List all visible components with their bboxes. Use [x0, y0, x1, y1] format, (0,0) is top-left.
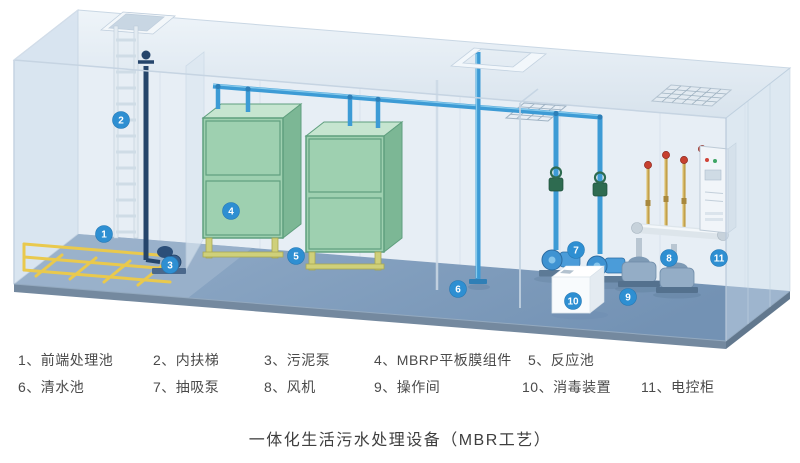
badge-5: 5 — [287, 247, 305, 265]
badge-5-label: 5 — [293, 252, 299, 263]
badge-8-label: 8 — [666, 254, 672, 265]
badge-4-label: 4 — [228, 207, 234, 218]
internal-ladder — [113, 25, 139, 239]
valve-suction-1 — [548, 166, 564, 192]
badge-3: 3 — [161, 256, 179, 274]
legend-item-9: 9、操作间 — [374, 379, 441, 395]
badge-10: 10 — [564, 292, 582, 310]
membrane-rack-1 — [201, 102, 303, 259]
badge-1: 1 — [95, 225, 113, 243]
legend-item-6: 6、清水池 — [18, 379, 85, 395]
legend-item-3: 3、污泥泵 — [264, 352, 331, 368]
aeration-pipe-grid — [22, 242, 172, 287]
partition-wall — [185, 51, 205, 272]
badge-6: 6 — [449, 280, 467, 298]
roof-vent-grille — [650, 84, 733, 107]
roof — [12, 9, 792, 122]
sludge-standpipe — [138, 50, 161, 264]
badge-3-label: 3 — [167, 261, 173, 272]
treatment-unit-illustration: 1 2 3 4 5 6 7 8 9 10 11 — [12, 9, 792, 349]
legend-item-8: 8、风机 — [264, 379, 316, 395]
badge-11: 11 — [710, 249, 728, 267]
badge-8: 8 — [660, 249, 678, 267]
badge-9-label: 9 — [625, 293, 631, 304]
valve-suction-2 — [592, 171, 608, 197]
badge-2-label: 2 — [118, 116, 124, 127]
legend-item-7: 7、抽吸泵 — [153, 379, 220, 395]
legend-item-11: 11、电控柜 — [641, 379, 715, 395]
glass-partition — [519, 88, 539, 308]
badge-1-label: 1 — [101, 230, 107, 241]
legend-item-1: 1、前端处理池 — [18, 352, 114, 368]
legend-item-4: 4、MBRP平板膜组件 — [374, 352, 512, 368]
badge-6-label: 6 — [455, 285, 461, 296]
badge-11-label: 11 — [714, 254, 725, 265]
diagram-title: 一体化生活污水处理设备（MBR工艺） — [248, 432, 552, 449]
shell-edges — [13, 9, 727, 342]
roof-hatch-2 — [449, 47, 548, 73]
right-wall — [725, 66, 791, 343]
blower-1 — [615, 238, 663, 293]
treatment-unit-figure: 1 2 3 4 5 6 7 8 9 10 11 — [12, 9, 792, 349]
legend-item-5: 5、反应池 — [528, 352, 595, 368]
legend-item-2: 2、内扶梯 — [153, 352, 220, 368]
legend-item-10: 10、消毒装置 — [522, 379, 612, 395]
badge-7-label: 7 — [573, 246, 579, 257]
control-cabinet — [699, 142, 737, 234]
membrane-rack-2 — [304, 120, 404, 271]
badge-4: 4 — [222, 202, 240, 220]
badge-9: 9 — [619, 288, 637, 306]
badge-7: 7 — [567, 241, 585, 259]
badge-10-label: 10 — [567, 297, 579, 308]
badge-2: 2 — [112, 111, 130, 129]
